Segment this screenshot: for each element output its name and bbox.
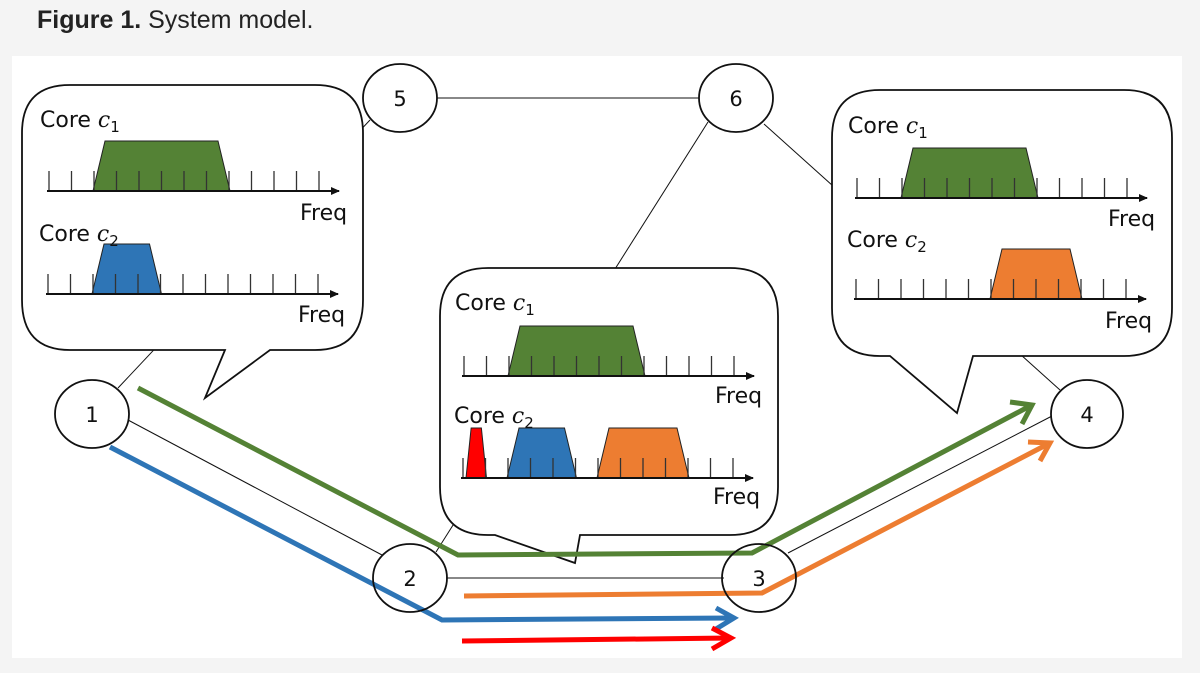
node-label: 2 xyxy=(403,567,416,591)
path-blue-head xyxy=(714,605,739,632)
lightpaths xyxy=(108,385,1055,652)
caption-label: Figure 1. xyxy=(37,6,142,34)
node-3[interactable]: 3 xyxy=(721,543,797,613)
node-circle xyxy=(1050,379,1124,449)
freq-label: Freq xyxy=(300,201,347,226)
node-circle xyxy=(721,543,797,613)
node-4[interactable]: 4 xyxy=(1050,379,1124,449)
freq-label: Freq xyxy=(1105,309,1152,334)
node-label: 4 xyxy=(1080,403,1093,427)
callout-labels: Core c1 Freq Core c2 Freq Core c1 Freq C… xyxy=(39,108,1155,510)
node-circle xyxy=(372,543,448,613)
node-label: 3 xyxy=(752,567,765,591)
node-circle xyxy=(698,63,774,133)
node-6[interactable]: 6 xyxy=(698,63,774,133)
node-circle xyxy=(54,379,130,449)
path-orange xyxy=(463,441,1050,599)
path-red xyxy=(461,635,731,644)
freq-label: Freq xyxy=(713,485,760,510)
node-circle xyxy=(362,63,438,133)
caption-text: System model. xyxy=(141,6,314,34)
spectrum-plots xyxy=(46,140,1148,482)
core-label: Core c1 xyxy=(455,291,535,319)
freq-label: Freq xyxy=(298,303,345,328)
freq-label: Freq xyxy=(1108,207,1155,232)
link-3-4 xyxy=(787,415,1053,554)
node-2[interactable]: 2 xyxy=(372,543,448,613)
link-1-2 xyxy=(127,419,383,556)
path-red-head xyxy=(710,625,737,652)
freq-label: Freq xyxy=(715,384,762,409)
node-1[interactable]: 1 xyxy=(54,379,130,449)
core-label: Core c2 xyxy=(39,222,119,250)
spectrum-block-blue xyxy=(506,427,578,479)
node-label: 6 xyxy=(729,87,742,111)
system-model-diagram: Core c1 Freq Core c2 Freq Core c1 Freq C… xyxy=(21,63,1173,652)
core-label: Core c1 xyxy=(848,114,928,142)
path-orange-head xyxy=(1027,439,1055,463)
core-label: Core c2 xyxy=(454,404,534,432)
spectrum-block-blue xyxy=(91,243,163,295)
network-nodes: 1 2 3 4 5 6 xyxy=(54,63,1124,613)
figure-caption: Figure 1. System model. xyxy=(37,6,313,35)
node-5[interactable]: 5 xyxy=(362,63,438,133)
path-green-head xyxy=(1009,399,1036,426)
node-label: 1 xyxy=(85,403,98,427)
figure-panel: Core c1 Freq Core c2 Freq Core c1 Freq C… xyxy=(12,56,1182,658)
path-green xyxy=(136,385,1032,558)
path-blue xyxy=(108,444,733,623)
core-label: Core c2 xyxy=(847,228,927,256)
core-label: Core c1 xyxy=(40,108,120,136)
node-label: 5 xyxy=(393,87,406,111)
